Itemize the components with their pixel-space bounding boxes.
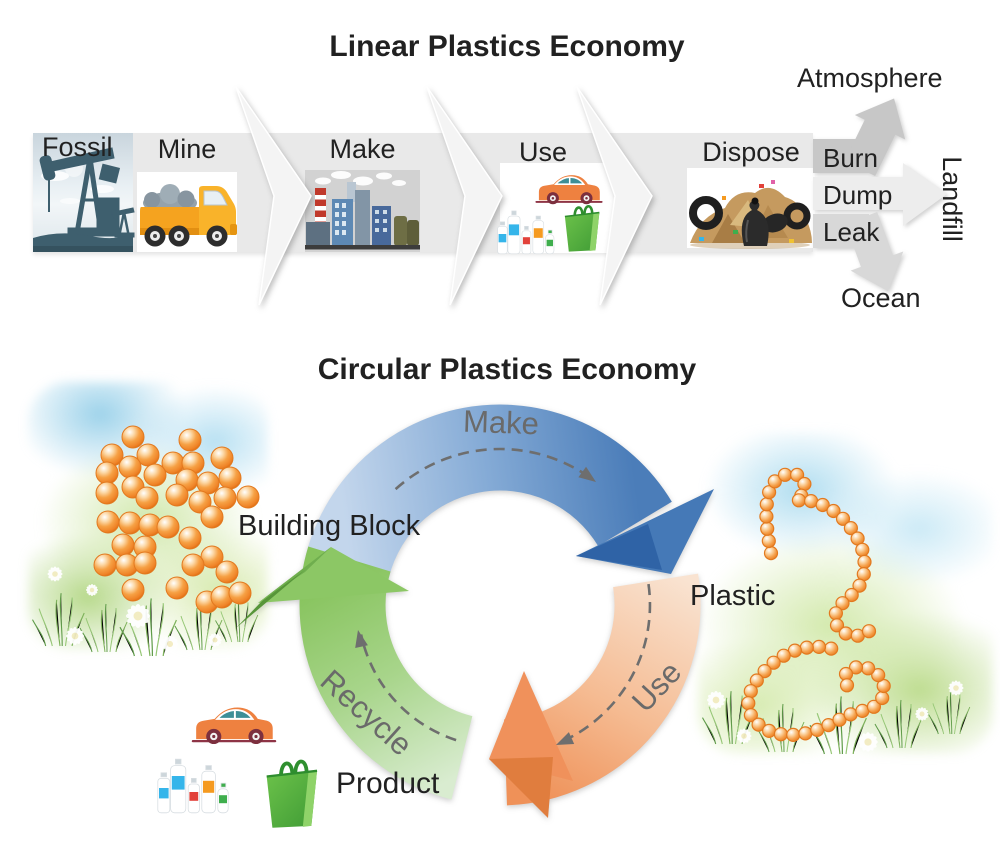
- linear-title: Linear Plastics Economy: [329, 30, 685, 63]
- make-dashed-arc: [394, 447, 593, 491]
- ring-label-make: Make: [462, 403, 540, 442]
- step-label-mine: Mine: [157, 134, 217, 164]
- mine-image-background: [137, 172, 237, 252]
- sink-label-ocean: Ocean: [841, 283, 921, 313]
- fate-label-dump: Dump: [823, 180, 893, 210]
- make-image-background: [305, 170, 420, 252]
- step-label-make: Make: [329, 134, 396, 164]
- use-image-background: [500, 163, 618, 253]
- use-arc: [502, 573, 701, 806]
- step-label-fossil: Fossil: [42, 132, 113, 162]
- node-label-building-block: Building Block: [238, 510, 421, 542]
- make-dash-arrowhead-icon: [578, 466, 596, 482]
- use-dashed-arc: [560, 583, 652, 744]
- sink-label-atmosphere: Atmosphere: [797, 63, 943, 93]
- step-label-dispose: Dispose: [702, 137, 800, 167]
- dispose-image-background: [687, 168, 815, 248]
- monomer-panel-background: [28, 382, 268, 650]
- ring-label-use: Use: [624, 654, 689, 719]
- make-arrowhead-icon: [576, 489, 714, 574]
- sink-label-landfill: Landfill: [936, 156, 967, 242]
- fate-label-leak: Leak: [823, 217, 880, 247]
- use-arrowhead-icon: [489, 671, 573, 818]
- cycle-dashed-arrows: [355, 447, 652, 745]
- node-label-product: Product: [336, 767, 440, 800]
- fate-label-burn: Burn: [823, 143, 878, 173]
- recycle-dash-arrowhead-icon: [355, 630, 368, 648]
- circular-title: Circular Plastics Economy: [317, 353, 697, 386]
- node-label-plastic: Plastic: [690, 580, 776, 612]
- ring-label-recycle: Recycle: [313, 662, 420, 763]
- cycle-ring: [236, 404, 714, 818]
- product-car-background: [186, 694, 280, 746]
- use-dash-arrowhead-icon: [556, 732, 575, 745]
- step-label-use: Use: [518, 137, 567, 167]
